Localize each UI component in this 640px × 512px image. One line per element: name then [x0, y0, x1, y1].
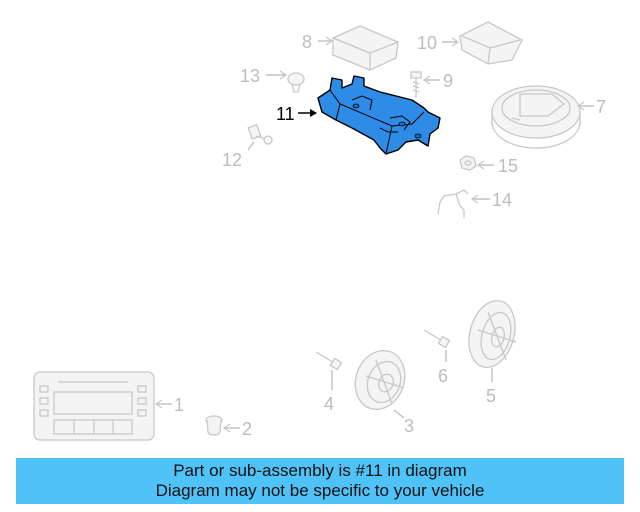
callout-4: 4	[324, 394, 334, 414]
part-5-speaker	[468, 300, 517, 368]
arrow-8	[325, 36, 334, 46]
part-15-nut	[459, 155, 477, 171]
callout-1: 1	[174, 395, 184, 415]
part-1-radio	[33, 371, 155, 441]
callout-9: 9	[443, 71, 453, 91]
banner-line-1: Part or sub-assembly is #11 in diagram	[173, 461, 467, 480]
arrow-9	[422, 75, 431, 85]
arrow-13	[279, 70, 288, 80]
callout-3: 3	[404, 416, 414, 436]
callout-2: 2	[242, 419, 252, 439]
part-12-bolt	[247, 123, 273, 145]
callout-8: 8	[302, 32, 312, 52]
callout-6: 6	[438, 366, 448, 386]
part-14-bracket	[437, 189, 469, 218]
callout-11: 11	[276, 104, 295, 124]
arrow-2	[222, 423, 231, 433]
arrow-14	[470, 194, 479, 204]
callout-7: 7	[596, 97, 606, 117]
arrow-7	[576, 101, 585, 111]
part-4-screw	[315, 351, 343, 371]
callout-10: 10	[417, 33, 437, 53]
part-2-clip	[205, 415, 223, 436]
part-13-clip	[287, 72, 305, 93]
part-7-round-unit	[491, 85, 581, 149]
callout-15: 15	[498, 156, 518, 176]
callout-12: 12	[222, 150, 242, 170]
arrow-1	[154, 399, 163, 409]
callout-5: 5	[486, 386, 496, 406]
part-8-module	[332, 25, 399, 71]
arrow-15	[476, 160, 485, 170]
leader-3	[393, 409, 405, 419]
part-9-bolt	[410, 71, 422, 98]
part-11-bracket	[317, 75, 441, 155]
arrow-10	[451, 37, 460, 47]
arrow-11	[310, 109, 317, 117]
callout-13: 13	[240, 66, 260, 86]
banner-line-2: Diagram may not be specific to your vehi…	[155, 481, 485, 500]
callout-14: 14	[492, 190, 512, 210]
info-banner: Part or sub-assembly is #11 in diagram D…	[16, 458, 624, 504]
part-6-screw	[423, 329, 451, 349]
part-3-speaker	[354, 349, 406, 411]
leader-12	[247, 141, 255, 151]
part-10-module	[459, 21, 523, 65]
